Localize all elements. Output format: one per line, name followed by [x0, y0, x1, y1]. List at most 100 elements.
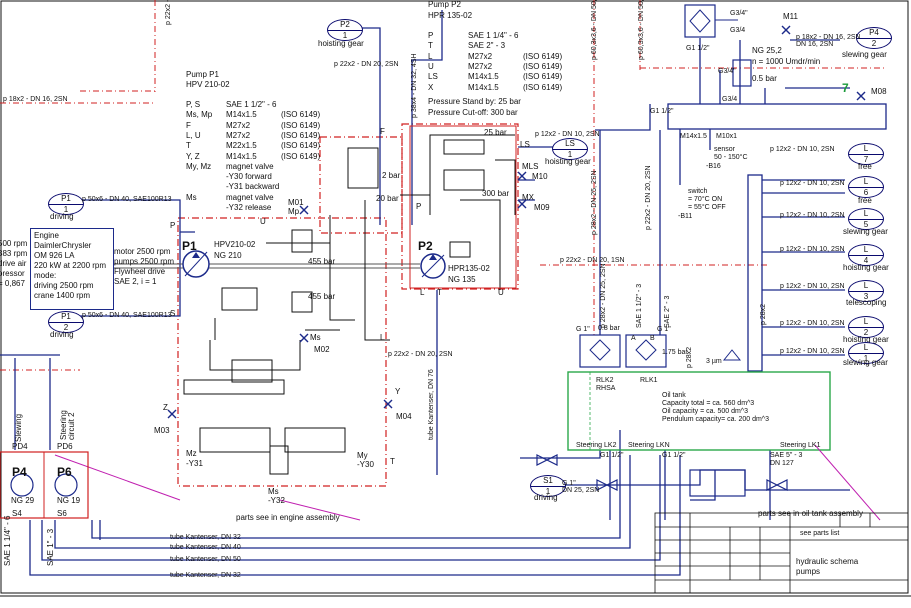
bubble-l6-sub: 6 — [863, 188, 869, 197]
label-bar05: 0.5 bar — [752, 74, 777, 83]
bubble-l5-label: slewing gear — [843, 227, 888, 236]
label-p6: P6 — [57, 465, 72, 479]
bubble-l3-label: telescoping — [846, 298, 887, 307]
bubble-l7-sub: 7 — [863, 155, 869, 164]
label-hose-v4: p 60,3x3,6 - DN 50, 2SN — [638, 0, 645, 60]
title-line-1: hydraulic schema — [796, 557, 859, 566]
p2-size-5: M14x1.5 — [468, 82, 499, 92]
label-hose-p4: p 18x2 - DN 16, 2SN — [796, 34, 861, 41]
bubble-l3-sub: 3 — [863, 292, 869, 301]
label-slewing: Slewing — [14, 413, 23, 442]
p4-pump-symbol — [10, 473, 34, 497]
bubble-p4_slew-sub: 2 — [871, 39, 877, 48]
label-pend-cap: Pendulum capacity= ca. 200 dm^3 — [662, 416, 769, 423]
label-p4: P4 — [12, 465, 27, 479]
p1-port-4: T — [186, 141, 191, 151]
bubble-p1_drive_top-label: driving — [50, 212, 74, 221]
p1-std-2: (ISO 6149) — [281, 120, 321, 130]
bubble-l7-num: L — [849, 144, 883, 155]
p1-size-1: M14x1.5 — [226, 110, 257, 120]
label-g1b: G 1" — [657, 326, 671, 333]
label-m10x1: M10x1 — [716, 133, 738, 140]
bubble-p1_drive_bot-num: P1 — [49, 312, 83, 323]
p2-port-1: T — [428, 41, 433, 51]
bubble-l1-label: slewing gear — [843, 358, 888, 367]
bubble-l6-num: L — [849, 177, 883, 188]
engine-line-2: OM 926 LA — [34, 251, 75, 260]
cooler-symbol — [684, 4, 716, 38]
label-hose-ls: p 12x2 - DN 10, 2SN — [535, 131, 600, 138]
bubble-p2_hoist-label: hoisting gear — [318, 39, 364, 48]
bubble-l3-num: L — [849, 281, 883, 292]
label-s4: S4 — [12, 509, 22, 518]
drive-line-3: SAE 2, i = 1 — [114, 277, 157, 286]
p2-std-5: (ISO 6149) — [523, 82, 563, 92]
label-hose-left: p 18x2 - DN 16, 2SN — [3, 96, 68, 103]
label-m03: M03 — [154, 426, 170, 435]
bubble-ls_hoist-label: hoisting gear — [545, 157, 591, 166]
label-m10: M10 — [532, 172, 548, 181]
p1-std-3: (ISO 6149) — [281, 130, 321, 140]
label-hose-v7: p 22x2 - DN 20, 2SN — [645, 165, 652, 230]
label-rlk2: RLK2 — [596, 377, 614, 384]
label-my: My — [357, 451, 368, 460]
blue-lines — [0, 10, 887, 576]
label-hose-l1: p 12x2 - DN 10, 2SN — [780, 348, 845, 355]
label-p2-model: HPR135-02 — [448, 264, 490, 273]
bubble-l2-label: hoisting gear — [843, 335, 889, 344]
p1-port-5: Y, Z — [186, 151, 200, 161]
label-dn25: DN 25, 2SN — [562, 487, 600, 494]
bubble-p1_drive_top-sub: 1 — [63, 205, 69, 214]
label-port-u: U — [260, 217, 266, 226]
label-rlk1: RLK1 — [640, 377, 658, 384]
label-hose-v1: p 38x4 - DN 32, 4SH — [411, 53, 418, 118]
bubble-p4_slew-num: P4 — [857, 28, 891, 39]
p1-port-6: My, Mz — [186, 161, 212, 171]
label-um3: 3 µm — [706, 358, 722, 365]
label-port-p2: P — [416, 202, 422, 211]
p1-size-7: -Y30 forward — [226, 172, 272, 182]
p1-size-3: M27x2 — [226, 130, 251, 140]
engine-left-3: pressor — [0, 269, 25, 278]
p1-size-2: M27x2 — [226, 120, 251, 130]
p2-port-2: L — [428, 51, 433, 61]
label-y30: -Y30 — [357, 460, 374, 469]
p1-title: Pump P1 — [186, 70, 219, 79]
label-m09: M09 — [534, 203, 550, 212]
p1-size-4: M22x1.5 — [226, 141, 257, 151]
label-port-u2: U — [498, 288, 504, 297]
p1-size-6: magnet valve — [226, 161, 274, 171]
valve-details — [183, 134, 516, 475]
label-hose-v11: p 28x2 — [760, 303, 767, 325]
label-ms: Ms — [310, 333, 321, 342]
p2-std-2: (ISO 6149) — [523, 51, 563, 61]
label-hose-v2: p 22x2 - DN 20, 2SN — [165, 0, 172, 25]
label-parts-engine: parts see in engine assembly — [236, 513, 340, 522]
label-bar175: 1.75 bar — [662, 349, 688, 356]
label-p2-ng: NG 135 — [448, 275, 476, 284]
bubble-l5-sub: 5 — [863, 220, 869, 229]
drive-shaft — [110, 263, 420, 269]
label-hose-l4: p 12x2 - DN 10, 2SN — [780, 246, 845, 253]
filter-right — [625, 334, 667, 368]
p2-title: Pump P2 — [428, 0, 461, 9]
label-sensor: sensor — [714, 146, 736, 153]
label-sae114: SAE 1 1/4" - 6 — [3, 515, 12, 566]
label-tube76: tube Kantenser, DN 76 — [428, 369, 435, 440]
label-bar455-a: 455 bar — [308, 257, 336, 266]
label-port-t2: T — [437, 288, 442, 297]
label-hose-l3: p 12x2 - DN 10, 2SN — [780, 283, 845, 290]
label-p1-symbol: P1 — [182, 239, 197, 253]
label-y31: -Y31 — [186, 459, 203, 468]
label-off55: = 55°C OFF — [688, 204, 726, 211]
